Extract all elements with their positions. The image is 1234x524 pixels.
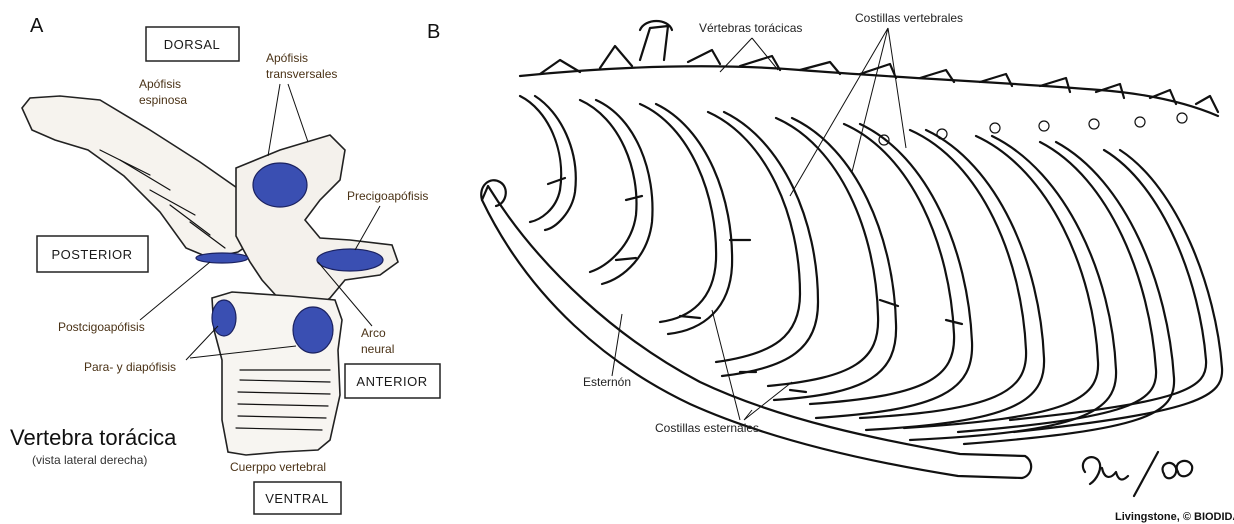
signature-mark [1083,452,1192,496]
figure-subtitle: (vista lateral derecha) [32,453,147,467]
figure-title: Vertebra torácica [10,425,177,450]
orientation-ventral: VENTRAL [265,491,328,506]
parapophysis-facet-left [212,300,236,336]
ribs [520,96,1222,444]
pointer-sternum [612,314,622,376]
neural-arch [236,135,398,305]
label-transverse-line1: Apófisis [266,51,308,65]
orientation-dorsal: DORSAL [164,37,220,52]
label-postzygapophysis: Postcigoapófisis [58,320,145,334]
postzygapophysis-facet [196,253,248,263]
label-transverse-line2: transversales [266,67,337,81]
label-prezygapophysis: Precigoapófisis [347,189,428,203]
sternal-segments [548,178,962,392]
label-arch-line2: neural [361,342,394,356]
orientation-ventral-box: VENTRAL [254,482,341,514]
pointer-vertebral-ribs [790,28,906,196]
orientation-posterior-box: POSTERIOR [37,236,148,272]
rib-heads [879,113,1187,145]
transverse-process-facet [253,163,307,207]
pointer-postzygapophysis [140,262,210,320]
label-spinous-line1: Apófisis [139,77,181,91]
label-para-diapophysis: Para- y diapófisis [84,360,176,374]
panel-b-letter: B [427,21,440,43]
prezygapophysis-facet [317,249,383,271]
image-credit: Livingstone, © BIODIDAC [1115,511,1234,523]
panel-b: B [427,11,1234,523]
dorsal-processes [540,26,1218,112]
parapophysis-facet-right [293,307,333,353]
panel-a: A DORSAL [10,15,440,514]
label-sternum: Esternón [583,375,631,389]
orientation-anterior: ANTERIOR [356,374,427,389]
label-arch-line1: Arco [361,326,386,340]
spinous-process [22,96,262,258]
orientation-dorsal-box: DORSAL [146,27,239,61]
panel-a-letter: A [30,15,44,37]
vertebral-column [520,66,1218,116]
orientation-posterior: POSTERIOR [51,247,132,262]
label-centrum: Cuerppo vertebral [230,460,326,474]
label-spinous-line2: espinosa [139,93,187,107]
label-sternal-ribs: Costillas esternales [655,421,759,435]
label-thoracic-vertebrae: Vértebras torácicas [699,21,802,35]
label-vertebral-ribs: Costillas vertebrales [855,11,963,25]
thoracic-vertebra-drawing [22,96,398,455]
orientation-anterior-box: ANTERIOR [345,364,440,398]
